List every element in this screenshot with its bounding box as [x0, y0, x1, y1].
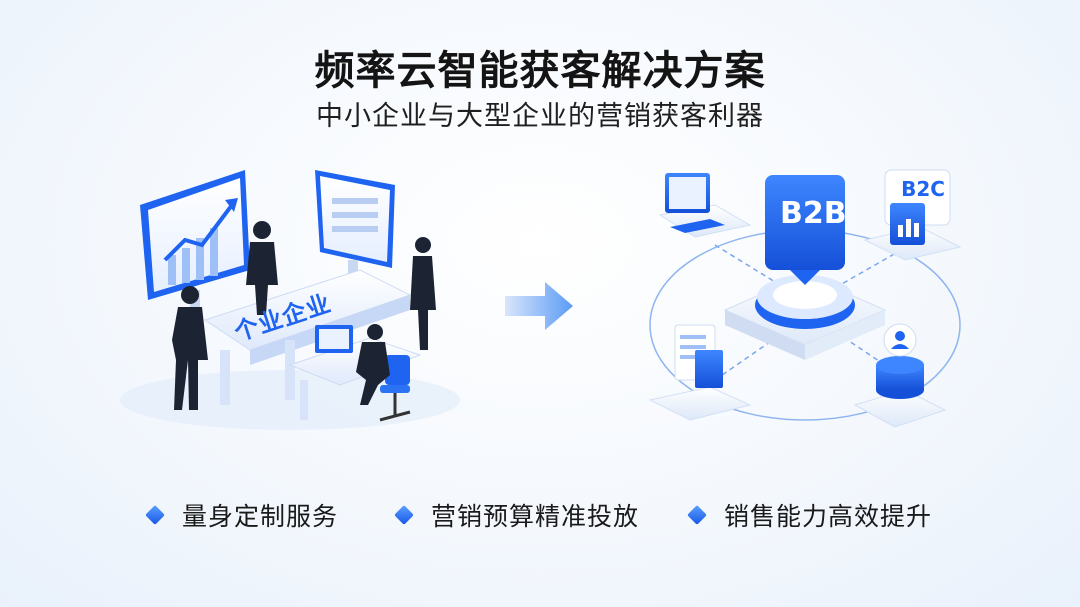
document-icon — [648, 324, 752, 421]
feature-label: 销售能力高效提升 — [724, 502, 933, 531]
b2b-platform — [723, 175, 887, 360]
feature-item: 销售能力高效提升 — [687, 490, 933, 540]
business-people — [172, 221, 436, 410]
page-title: 频率云智能获客解决方案 — [314, 48, 766, 94]
platform-hub-illustration — [648, 169, 962, 428]
b2c-monitor — [863, 169, 962, 261]
growth-chart-monitor — [140, 170, 250, 320]
feature-item: 量身定制服务 — [145, 490, 339, 540]
laptop-icon — [658, 173, 752, 238]
feature-list: 量身定制服务 营销预算精准投放 销售能力高效提升 — [0, 490, 1080, 540]
feature-label: 量身定制服务 — [182, 502, 339, 531]
b2b-label: B2B — [780, 196, 847, 231]
office-scene-illustration — [120, 170, 460, 430]
diamond-bullet-icon — [145, 505, 165, 525]
feature-label: 营销预算精准投放 — [431, 502, 640, 531]
laptop-desk — [288, 325, 422, 420]
feature-item: 营销预算精准投放 — [394, 490, 640, 540]
diamond-bullet-icon — [394, 505, 414, 525]
diamond-bullet-icon — [687, 505, 707, 525]
page-subtitle: 中小企业与大型企业的营销获客利器 — [316, 101, 764, 132]
b2c-label: B2C — [901, 177, 945, 201]
office-chair — [379, 355, 411, 422]
database-user-icon — [853, 323, 947, 428]
arrow-right-icon — [505, 282, 573, 330]
